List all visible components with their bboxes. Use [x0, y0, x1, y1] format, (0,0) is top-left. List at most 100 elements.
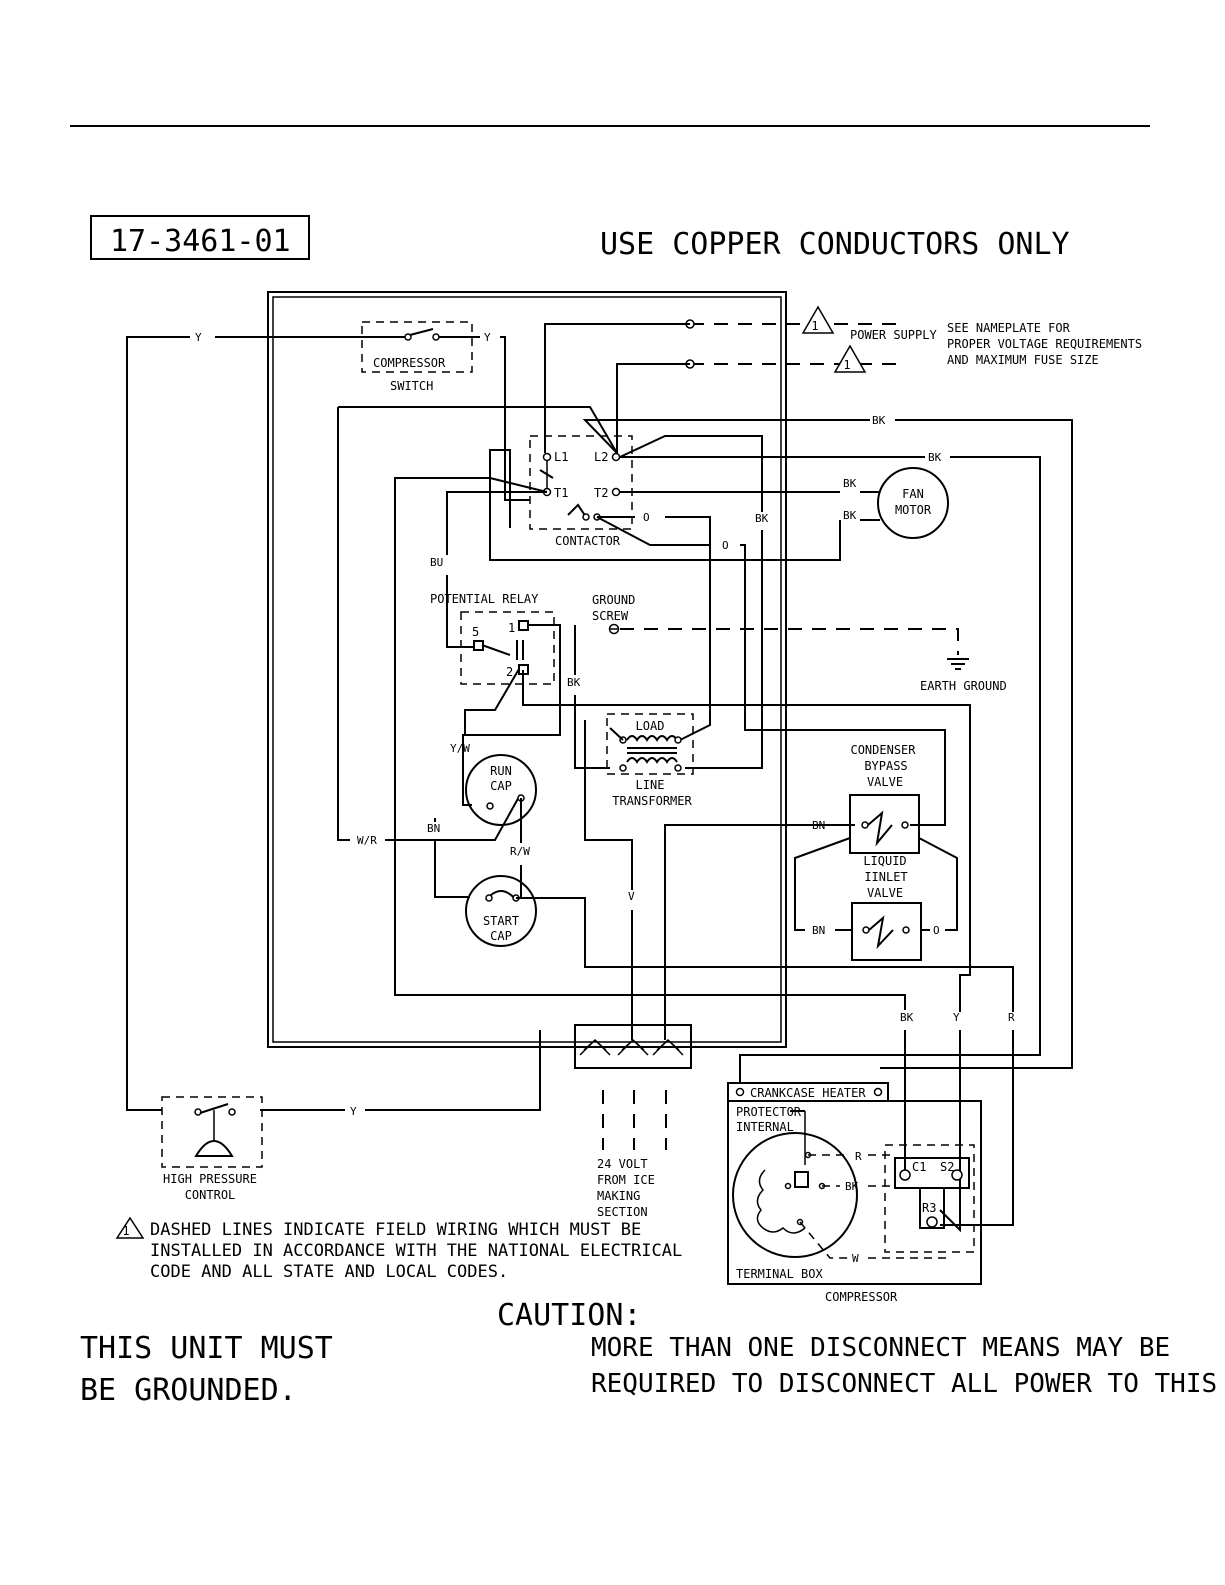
svg-text:COMPRESSOR: COMPRESSOR	[825, 1290, 898, 1304]
control-box-inner	[272, 296, 782, 1043]
svg-text:Y: Y	[195, 331, 202, 344]
svg-text:1: 1	[811, 319, 818, 333]
svg-text:Y/W: Y/W	[450, 742, 470, 755]
svg-text:L2: L2	[594, 450, 608, 464]
svg-text:VALVE: VALVE	[867, 886, 903, 900]
svg-text:EARTH GROUND: EARTH GROUND	[920, 679, 1007, 693]
svg-text:V: V	[628, 890, 635, 903]
run-cap: RUN CAP	[465, 754, 537, 826]
svg-text:MAKING: MAKING	[597, 1189, 640, 1203]
warning-triangle-icon	[833, 344, 867, 373]
svg-text:O: O	[643, 511, 650, 524]
high-pressure-control: HIGH PRESSURE CONTROL	[161, 1096, 263, 1202]
svg-text:Y: Y	[350, 1105, 357, 1118]
svg-text:W/R: W/R	[357, 834, 377, 847]
svg-text:IINLET: IINLET	[864, 870, 907, 884]
condenser-bypass-valve: CONDENSER BYPASS VALVE	[849, 743, 920, 854]
svg-text:PROTECTOR: PROTECTOR	[736, 1105, 802, 1119]
svg-text:VALVE: VALVE	[867, 775, 903, 789]
svg-text:BN: BN	[812, 819, 825, 832]
liquid-inlet-valve: LIQUID IINLET VALVE	[851, 854, 922, 961]
caution-title: CAUTION:	[497, 1298, 642, 1333]
caution-line2: REQUIRED TO DISCONNECT ALL POWER TO THIS…	[591, 1369, 1225, 1399]
svg-text:INSTALLED IN ACCORDANCE WITH T: INSTALLED IN ACCORDANCE WITH THE NATIONA…	[150, 1241, 682, 1261]
line-transformer: LOAD LINE TRANSFORMER	[606, 713, 694, 808]
svg-text:T2: T2	[594, 486, 608, 500]
drawing-number: 17-3461-01	[110, 224, 291, 259]
svg-text:R/W: R/W	[510, 845, 530, 858]
svg-text:COMPRESSOR: COMPRESSOR	[373, 356, 446, 370]
svg-text:R: R	[1008, 1011, 1015, 1024]
svg-text:CODE AND ALL STATE AND LOCAL C: CODE AND ALL STATE AND LOCAL CODES.	[150, 1262, 508, 1282]
field-wiring-note: 1 DASHED LINES INDICATE FIELD WIRING WHI…	[115, 1216, 682, 1282]
svg-text:R3: R3	[922, 1201, 936, 1215]
svg-text:2: 2	[506, 665, 513, 679]
contactor: L1 L2 T1 T2 CONTACTOR	[529, 435, 633, 548]
svg-text:BN: BN	[812, 924, 825, 937]
ground-screw: GROUND SCREW EARTH GROUND	[592, 593, 1007, 693]
svg-text:TERMINAL BOX: TERMINAL BOX	[736, 1267, 823, 1281]
control-box-outline	[267, 291, 787, 1048]
svg-text:LIQUID: LIQUID	[863, 854, 906, 868]
potential-relay: POTENTIAL RELAY 5 1 2	[430, 592, 555, 685]
svg-text:CAP: CAP	[490, 779, 512, 793]
svg-text:24 VOLT: 24 VOLT	[597, 1157, 648, 1171]
svg-text:R: R	[855, 1150, 862, 1163]
svg-text:Y: Y	[953, 1011, 960, 1024]
svg-text:1: 1	[508, 621, 515, 635]
svg-text:TRANSFORMER: TRANSFORMER	[612, 794, 692, 808]
svg-text:START: START	[483, 914, 519, 928]
svg-text:BK: BK	[928, 451, 942, 464]
svg-text:LOAD: LOAD	[636, 719, 665, 733]
diagram-title: USE COPPER CONDUCTORS ONLY	[600, 227, 1070, 262]
svg-text:FROM ICE: FROM ICE	[597, 1173, 655, 1187]
svg-text:1: 1	[122, 1224, 129, 1238]
terminal-connector-block: 24 VOLT FROM ICE MAKING SECTION	[574, 1024, 692, 1219]
svg-text:RUN: RUN	[490, 764, 512, 778]
power-supply-label: POWER SUPPLY	[850, 328, 937, 342]
svg-text:CRANKCASE HEATER: CRANKCASE HEATER	[750, 1086, 866, 1100]
svg-text:AND MAXIMUM FUSE SIZE: AND MAXIMUM FUSE SIZE	[947, 353, 1099, 367]
grounded-note-line1: THIS UNIT MUST	[80, 1331, 333, 1366]
power-supply: 1 1 POWER SUPPLY SEE NAMEPLATE FOR PROPE…	[685, 305, 1142, 373]
svg-text:Y: Y	[484, 331, 491, 344]
start-cap: START CAP	[465, 875, 537, 947]
svg-text:CAP: CAP	[490, 929, 512, 943]
svg-text:BK: BK	[845, 1180, 859, 1193]
svg-text:DASHED LINES INDICATE FIELD WI: DASHED LINES INDICATE FIELD WIRING WHICH…	[150, 1220, 641, 1240]
svg-text:MOTOR: MOTOR	[895, 503, 932, 517]
svg-text:BYPASS: BYPASS	[864, 759, 907, 773]
svg-text:BK: BK	[900, 1011, 914, 1024]
warning-triangle-icon	[801, 305, 835, 334]
compressor: PROTECTOR INTERNAL R BK W C1 S2 R3 TERMI…	[727, 1100, 982, 1304]
svg-text:FAN: FAN	[902, 487, 924, 501]
svg-text:BU: BU	[430, 556, 443, 569]
svg-text:POTENTIAL RELAY: POTENTIAL RELAY	[430, 592, 539, 606]
svg-text:BK: BK	[755, 512, 769, 525]
svg-text:GROUND: GROUND	[592, 593, 635, 607]
crankcase-heater: CRANKCASE HEATER	[727, 1082, 889, 1102]
svg-text:BK: BK	[872, 414, 886, 427]
svg-text:PROPER VOLTAGE REQUIREMENTS: PROPER VOLTAGE REQUIREMENTS	[947, 337, 1142, 351]
fan-motor: FAN MOTOR	[877, 467, 949, 539]
svg-text:CONTROL: CONTROL	[185, 1188, 236, 1202]
drawing-number-box	[90, 215, 310, 260]
svg-text:C1: C1	[912, 1160, 926, 1174]
svg-text:INTERNAL: INTERNAL	[736, 1120, 794, 1134]
svg-text:SEE NAMEPLATE FOR: SEE NAMEPLATE FOR	[947, 321, 1071, 335]
svg-text:BN: BN	[427, 822, 440, 835]
warning-triangle-icon	[115, 1216, 145, 1239]
compressor-switch: COMPRESSOR SWITCH	[361, 321, 473, 393]
svg-text:5: 5	[472, 625, 479, 639]
svg-text:T1: T1	[554, 486, 568, 500]
svg-text:O: O	[722, 539, 729, 552]
svg-text:O: O	[933, 924, 940, 937]
svg-text:SECTION: SECTION	[597, 1205, 648, 1219]
grounded-note-line2: BE GROUNDED.	[80, 1373, 297, 1408]
svg-text:1: 1	[843, 358, 850, 372]
svg-text:S2: S2	[940, 1160, 954, 1174]
svg-text:CONDENSER: CONDENSER	[850, 743, 916, 757]
svg-text:BK: BK	[843, 509, 857, 522]
svg-text:CONTACTOR: CONTACTOR	[555, 534, 621, 548]
